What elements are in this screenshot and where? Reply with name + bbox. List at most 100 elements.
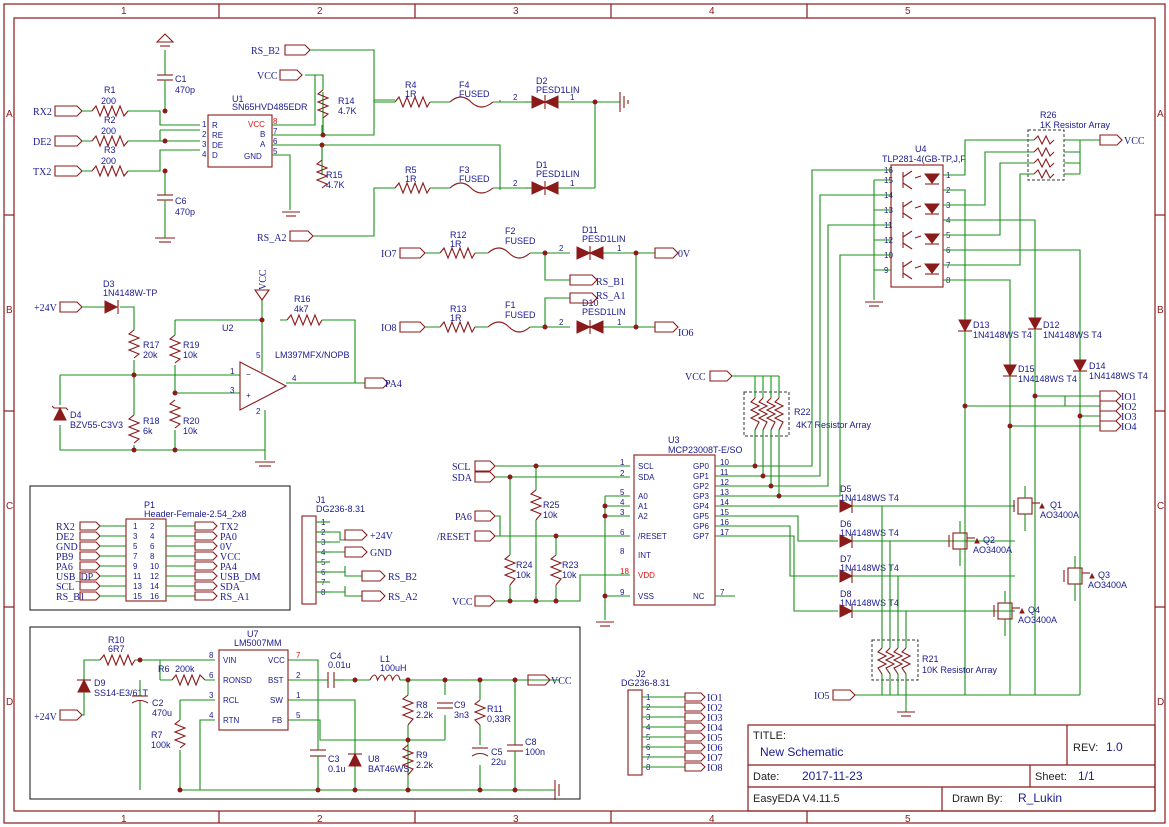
svg-text:DE2: DE2: [33, 137, 51, 148]
p1-net-right: 0V: [220, 542, 233, 553]
svg-text:D9: D9: [94, 678, 106, 688]
ground-symbol-u4: [865, 301, 883, 307]
mosfet-value: AO3400A: [1088, 580, 1127, 590]
u3-pin-right-number: 14: [720, 498, 729, 507]
svg-text:R1: R1: [104, 85, 116, 95]
p1-pin-right: 14: [150, 582, 159, 591]
svg-text:C8: C8: [525, 737, 537, 747]
svg-text:R6: R6: [158, 664, 170, 674]
j2-net: IO6: [707, 743, 723, 754]
svg-text:D13: D13: [973, 320, 990, 330]
resistor-array-r26: R26 1K Resistor Array: [1027, 110, 1111, 181]
ground-symbol-expander: [596, 621, 614, 627]
svg-text:C6: C6: [175, 196, 187, 206]
svg-text:J1: J1: [316, 495, 326, 505]
svg-text:2: 2: [513, 179, 518, 188]
svg-text:RCL: RCL: [223, 696, 240, 705]
frame-col-top: 4: [709, 6, 715, 17]
p1-net-right: RS_A1: [220, 592, 249, 603]
j2-net: IO7: [707, 753, 723, 764]
svg-text:4: 4: [292, 374, 297, 383]
svg-text:IO8: IO8: [381, 323, 397, 334]
svg-text:R15: R15: [326, 170, 343, 180]
svg-text:100k: 100k: [151, 740, 171, 750]
ic-u1-sn65hvd485: U1 SN65HVD485EDR R RE DE D VCC B A GND 1…: [202, 94, 308, 168]
u3-pin-right-label: GP4: [693, 502, 710, 511]
svg-text:R10: R10: [108, 635, 125, 645]
svg-text:VCC: VCC: [1124, 136, 1145, 147]
svg-text:1: 1: [570, 179, 575, 188]
svg-text:TLP281-4(GB-TP,J,F: TLP281-4(GB-TP,J,F: [882, 154, 966, 164]
svg-text:FUSED: FUSED: [459, 174, 490, 184]
p1-pin-left: 15: [133, 592, 142, 601]
svg-text:R2: R2: [104, 115, 116, 125]
svg-text:2.2k: 2.2k: [416, 760, 434, 770]
frame-col-bottom: 5: [905, 814, 911, 825]
svg-text:+24V: +24V: [370, 531, 394, 542]
u3-pin-left-number: 18: [620, 567, 629, 576]
output-diode-ref: D7: [840, 554, 852, 564]
svg-text:10k: 10k: [183, 350, 198, 360]
svg-text:BST: BST: [268, 676, 284, 685]
svg-text:2: 2: [296, 671, 301, 680]
svg-text:5: 5: [296, 711, 301, 720]
svg-text:8: 8: [209, 651, 214, 660]
u3-pin-right-number: 7: [720, 588, 725, 597]
mosfet-ref: Q2: [983, 535, 995, 545]
u3-pin-left-number: 6: [620, 528, 625, 537]
svg-text:R5: R5: [405, 165, 417, 175]
net-io6: IO6: [654, 321, 694, 339]
svg-text:/RESET: /RESET: [437, 532, 470, 543]
svg-text:GND: GND: [370, 548, 392, 559]
net-rs-a2-j1: RS_A2: [361, 590, 417, 603]
svg-text:10k: 10k: [183, 426, 198, 436]
svg-text:1R: 1R: [450, 239, 462, 249]
svg-text:DE: DE: [212, 141, 223, 150]
svg-text:P1: P1: [144, 500, 155, 510]
net-rx2: RX2: [33, 105, 83, 118]
net-24v-regulator: +24V: [34, 709, 83, 723]
svg-text:10K Resistor Array: 10K Resistor Array: [922, 665, 998, 675]
svg-text:R4: R4: [405, 80, 417, 90]
svg-text:B: B: [260, 130, 265, 139]
svg-text:470p: 470p: [175, 207, 195, 217]
svg-text:J2: J2: [636, 669, 646, 679]
frame-col-top: 5: [905, 6, 911, 17]
svg-text:PESD1LIN: PESD1LIN: [536, 85, 580, 95]
svg-text:RX2: RX2: [33, 107, 52, 118]
svg-text:100n: 100n: [525, 747, 545, 757]
u3-pin-right-label: NC: [693, 592, 705, 601]
svg-text:R11: R11: [487, 704, 503, 714]
resistor-r8: R82.2k: [401, 694, 434, 726]
ground-symbol-comparator: [255, 461, 275, 467]
svg-text:R8: R8: [416, 700, 428, 710]
svg-text:R12: R12: [450, 230, 467, 240]
svg-text:200: 200: [101, 96, 116, 106]
svg-text:4: 4: [202, 150, 207, 159]
net-rs-b1: RS_B1: [569, 274, 625, 288]
mosfet-ref: Q3: [1098, 570, 1110, 580]
svg-text:VCC: VCC: [685, 372, 706, 383]
svg-text:3: 3: [209, 691, 214, 700]
svg-text:RS_B1: RS_B1: [596, 277, 625, 288]
svg-text:FUSED: FUSED: [459, 89, 490, 99]
svg-text:8: 8: [273, 117, 278, 126]
j2-net: IO3: [707, 713, 723, 724]
svg-text:A: A: [260, 140, 266, 149]
svg-text:C5: C5: [491, 747, 503, 757]
p1-net-left: USB_DP: [56, 572, 94, 583]
resistor-r9: R92.2k: [401, 744, 434, 776]
